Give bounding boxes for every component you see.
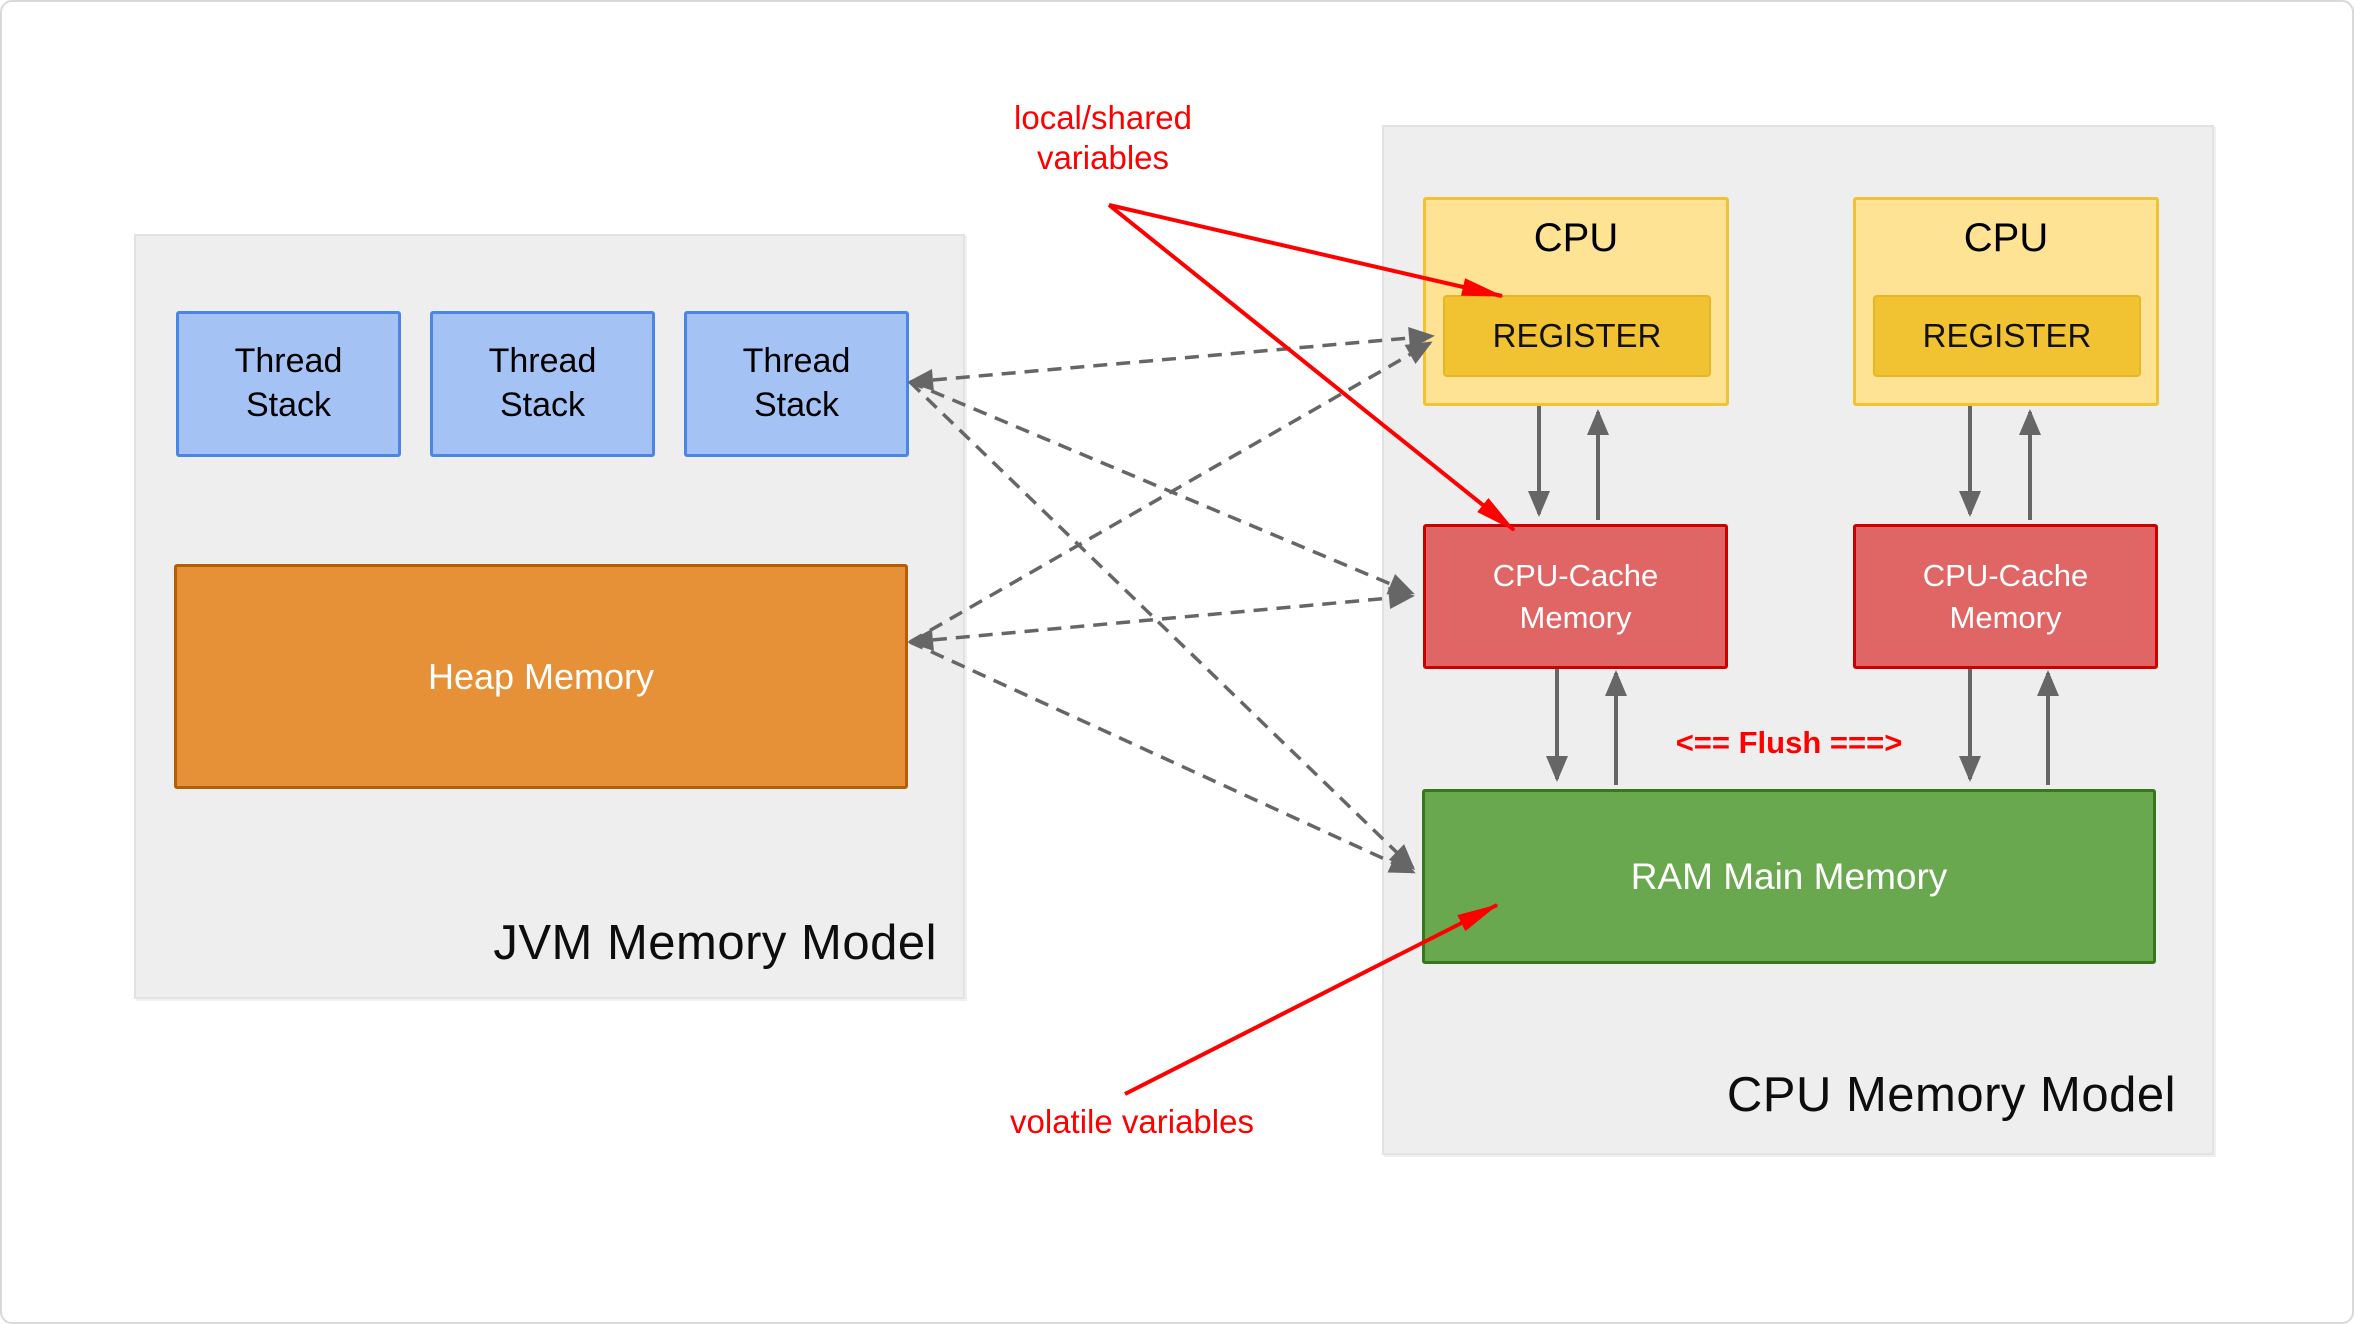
cpu-cache-label: CPU-Cache Memory — [1922, 557, 2089, 635]
heap-memory-label: Heap Memory — [427, 655, 655, 697]
dashed-arrow-threadstack-register — [907, 327, 1435, 391]
thread-stack-label: Thread Stack — [742, 342, 851, 424]
thread-stack-label: Thread Stack — [488, 342, 597, 424]
flush-label: <== Flush ===> — [1675, 725, 1903, 760]
heap-memory-box: Heap Memory — [174, 564, 908, 789]
thread-stack-box-3: Thread Stack — [684, 311, 909, 457]
thread-stack-box-1: Thread Stack — [176, 311, 401, 457]
cpu-box-1: CPU REGISTER — [1423, 197, 1729, 406]
local-shared-variables-annotation: local/shared variables — [1014, 99, 1192, 176]
register-label: REGISTER — [1922, 317, 2092, 354]
jvm-memory-model-panel: Thread Stack Thread Stack Thread Stack H… — [134, 234, 965, 999]
jvm-panel-title: JVM Memory Model — [493, 916, 937, 970]
dashed-arrow-heap-register — [909, 341, 1433, 644]
ram-main-memory-label: RAM Main Memory — [1630, 855, 1948, 897]
cpu-cache-label: CPU-Cache Memory — [1492, 557, 1659, 635]
dashed-arrow-heap-cache — [907, 587, 1415, 651]
cpu-memory-model-panel: CPU REGISTER CPU REGISTER CPU-Cache Memo… — [1382, 125, 2214, 1155]
cpu-panel-title: CPU Memory Model — [1726, 1068, 2176, 1122]
cpu-label: CPU — [1963, 216, 2049, 260]
thread-stack-label: Thread Stack — [234, 342, 343, 424]
cpu-box-2: CPU REGISTER — [1853, 197, 2159, 406]
dashed-arrow-threadstack-ram — [908, 380, 1416, 871]
cpu-cache-box-1: CPU-Cache Memory — [1423, 524, 1728, 669]
thread-stack-box-2: Thread Stack — [430, 311, 655, 457]
register-box-2: REGISTER — [1873, 295, 2141, 377]
dashed-variable-connectors — [907, 327, 1435, 874]
dashed-arrow-threadstack-cache — [909, 380, 1415, 595]
register-box-1: REGISTER — [1443, 295, 1711, 377]
cpu-cache-box-2: CPU-Cache Memory — [1853, 524, 2158, 669]
ram-main-memory-box: RAM Main Memory — [1422, 789, 2156, 964]
register-label: REGISTER — [1492, 317, 1662, 354]
volatile-variables-annotation: volatile variables — [1010, 1103, 1254, 1140]
dashed-arrow-heap-ram — [909, 640, 1416, 874]
cpu-label: CPU — [1533, 216, 1619, 260]
